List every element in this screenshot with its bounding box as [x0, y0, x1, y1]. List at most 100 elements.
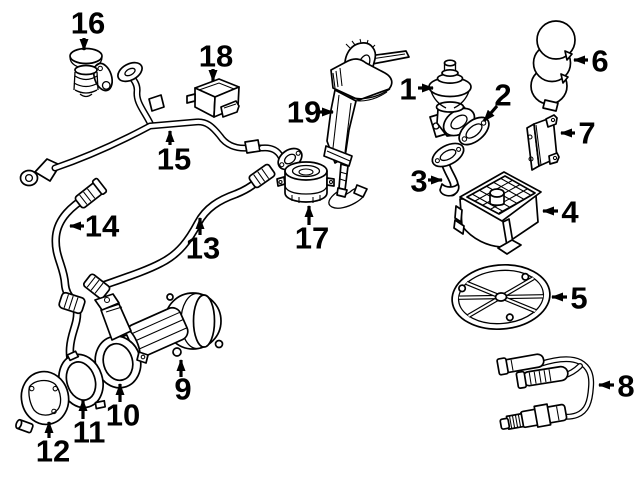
- end-flange-ring: [19, 169, 39, 187]
- callout-4[interactable]: 4: [542, 195, 579, 230]
- callout-15[interactable]: 15: [157, 130, 191, 177]
- top-stub: [489, 188, 505, 207]
- leader-arrow-2: [482, 104, 499, 123]
- part-number-14[interactable]: 14: [85, 209, 120, 244]
- bellows: [73, 71, 99, 98]
- part-number-12[interactable]: 12: [36, 434, 70, 469]
- ring-tab: [94, 399, 107, 410]
- mount-lug: [172, 347, 182, 357]
- end-fitting: [248, 163, 276, 189]
- neck: [74, 64, 98, 76]
- callout-14[interactable]: 14: [69, 209, 120, 244]
- screw: [521, 272, 530, 281]
- screw: [458, 284, 467, 293]
- connector-plug: [496, 353, 545, 376]
- sensor-tip: [499, 417, 511, 430]
- part-number-5[interactable]: 5: [570, 281, 587, 316]
- callout-19[interactable]: 19: [287, 95, 334, 130]
- plate-recess: [28, 379, 62, 416]
- part-number-2[interactable]: 2: [494, 78, 511, 113]
- part-number-8[interactable]: 8: [617, 369, 634, 404]
- part-6-vacuum-reservoir[interactable]: [530, 20, 576, 112]
- housing-end-face: [192, 294, 216, 348]
- dome-cap: [69, 47, 103, 65]
- reservoir-foot: [542, 99, 559, 112]
- part-15-air-pipe[interactable]: [19, 59, 306, 187]
- strut-foot: [497, 239, 522, 255]
- mount-lug: [214, 339, 224, 349]
- part-number-13[interactable]: 13: [186, 231, 220, 266]
- cup-ribs: [291, 195, 321, 203]
- stem-collar: [441, 68, 459, 78]
- tube-flange: [431, 142, 465, 168]
- callout-10[interactable]: 10: [106, 383, 140, 433]
- bracket-body: [330, 58, 393, 101]
- callout-18[interactable]: 18: [199, 39, 233, 82]
- callout-12[interactable]: 12: [36, 421, 70, 469]
- callout-11[interactable]: 11: [73, 399, 106, 450]
- top-edge-line: [198, 82, 235, 91]
- valve-top: [284, 161, 328, 181]
- part-number-11[interactable]: 11: [73, 415, 106, 450]
- tube-flare: [439, 183, 460, 197]
- part-number-7[interactable]: 7: [578, 116, 595, 151]
- part-number-10[interactable]: 10: [106, 398, 140, 433]
- stem-cap: [443, 59, 457, 67]
- rod: [338, 163, 349, 191]
- belt-line: [284, 184, 328, 195]
- part-number-17[interactable]: 17: [295, 221, 329, 256]
- dome-sides: [430, 90, 447, 109]
- callout-6[interactable]: 6: [573, 44, 609, 79]
- callout-13[interactable]: 13: [186, 217, 220, 266]
- part-number-9[interactable]: 9: [174, 372, 191, 407]
- part-number-18[interactable]: 18: [199, 39, 233, 74]
- spoke-hub: [494, 292, 508, 302]
- callout-16[interactable]: 16: [71, 6, 105, 51]
- part-5-cover-grille[interactable]: [449, 261, 552, 333]
- hose-nipple: [186, 93, 196, 104]
- plate-bolt: [15, 418, 34, 434]
- part-19-bracket-assembly[interactable]: [323, 38, 410, 209]
- callout-17[interactable]: 17: [295, 205, 329, 256]
- part-number-16[interactable]: 16: [71, 6, 105, 41]
- callout-9[interactable]: 9: [174, 359, 192, 407]
- callout-1[interactable]: 1: [399, 72, 434, 107]
- ring-tab: [136, 351, 149, 364]
- sensor-body: [499, 403, 568, 430]
- part-16-egr-valve[interactable]: [69, 47, 115, 98]
- side-lug: [454, 205, 463, 223]
- part-number-6[interactable]: 6: [591, 44, 608, 79]
- flange-hole: [24, 173, 34, 183]
- callout-8[interactable]: 8: [598, 369, 635, 404]
- body-edge-lines: [332, 67, 343, 89]
- elbow-fitting: [82, 273, 111, 300]
- part-8-oxygen-sensor[interactable]: [496, 351, 595, 433]
- ball-top: [536, 20, 576, 60]
- bolt-hole: [461, 136, 468, 142]
- screw: [505, 313, 514, 322]
- part-18-solenoid-valve[interactable]: [186, 78, 240, 118]
- callout-2[interactable]: 2: [482, 78, 512, 123]
- clamp-sleeve: [244, 139, 261, 154]
- plate-hole: [51, 408, 57, 415]
- plate-hole: [29, 385, 35, 392]
- part-number-1[interactable]: 1: [399, 72, 416, 107]
- body-neck: [435, 101, 465, 113]
- part-number-3[interactable]: 3: [410, 164, 427, 199]
- callout-7[interactable]: 7: [560, 116, 596, 151]
- sensor-hex: [533, 403, 552, 428]
- part-7-bracket-plate[interactable]: [526, 114, 560, 171]
- part-17-combi-valve[interactable]: [276, 161, 335, 203]
- part-number-19[interactable]: 19: [287, 95, 321, 130]
- side-lug: [453, 219, 465, 235]
- callouts-layer: 1 2 3 4 5 6 7 8: [36, 6, 635, 469]
- part-1-egr-valve[interactable]: [428, 59, 480, 141]
- callout-3[interactable]: 3: [410, 164, 443, 199]
- callout-5[interactable]: 5: [551, 281, 588, 316]
- arch-serration: [345, 38, 376, 49]
- part-number-4[interactable]: 4: [561, 195, 579, 230]
- part-3-egr-tube[interactable]: [429, 139, 468, 197]
- part-4-air-filter-housing[interactable]: [453, 171, 542, 255]
- part-number-15[interactable]: 15: [157, 142, 191, 177]
